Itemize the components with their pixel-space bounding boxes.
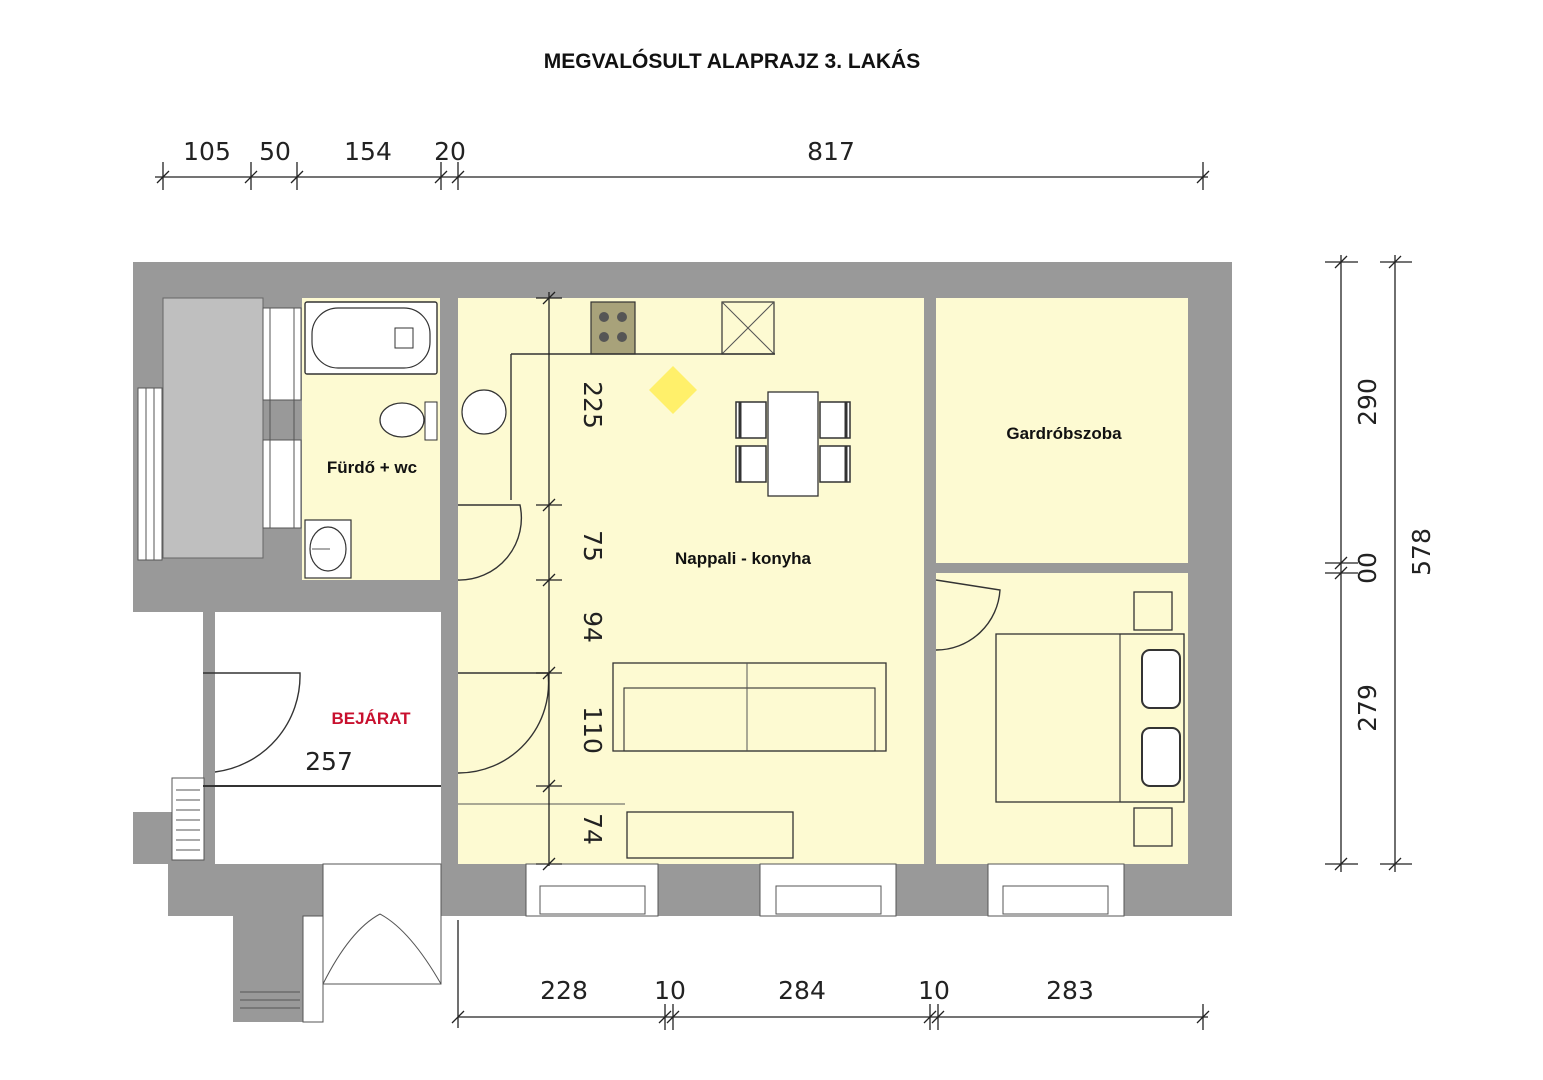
left-windows: [137, 307, 302, 561]
dim-bottom-5: 283: [1046, 976, 1094, 1005]
floors: [162, 297, 1188, 864]
dim-interior-5: 74: [578, 813, 607, 845]
bedroom-furniture: [995, 591, 1185, 847]
room-label-living-kitchen: Nappali - konyha: [675, 549, 812, 568]
dim-top-1: 105: [183, 137, 231, 166]
dimension-top: 105 50 154 20 817: [155, 137, 1210, 190]
bottom-windows: [525, 863, 1125, 917]
dim-right-1: 290: [1353, 378, 1382, 426]
doors: [203, 504, 1001, 805]
stair-corridor: [168, 777, 442, 1023]
dim-entrance-width: 257: [305, 747, 353, 776]
dim-bottom-3: 284: [778, 976, 826, 1005]
room-label-wardrobe: Gardróbszoba: [1006, 424, 1122, 443]
dim-top-4: 20: [434, 137, 466, 166]
dimension-interior: 225 75 94 110 74: [536, 291, 607, 871]
dim-right-2: 00: [1353, 552, 1382, 584]
dim-top-2: 50: [259, 137, 291, 166]
dim-right-3: 279: [1353, 684, 1382, 732]
sofa: [612, 662, 887, 859]
dim-top-5: 817: [807, 137, 855, 166]
dimension-bottom: 228 10 284 10 283: [451, 920, 1210, 1030]
dim-interior-2: 75: [578, 530, 607, 562]
dim-bottom-1: 228: [540, 976, 588, 1005]
dim-interior-3: 94: [578, 611, 607, 643]
plan-title: MEGVALÓSULT ALAPRAJZ 3. LAKÁS: [544, 49, 920, 73]
dim-interior-4: 110: [578, 706, 607, 754]
dim-interior-1: 225: [578, 381, 607, 429]
kitchen-fixtures: [461, 301, 775, 500]
bathroom-fixtures: [304, 301, 438, 579]
room-label-bathroom: Fürdő + wc: [327, 458, 417, 477]
dining-set: [735, 391, 851, 497]
room-label-entrance: BEJÁRAT: [331, 709, 411, 728]
dim-bottom-2: 10: [654, 976, 686, 1005]
dimension-right: 290 00 279 578: [1325, 255, 1436, 872]
dim-right-total: 578: [1407, 528, 1436, 576]
dim-bottom-4: 10: [918, 976, 950, 1005]
dim-top-3: 154: [344, 137, 392, 166]
